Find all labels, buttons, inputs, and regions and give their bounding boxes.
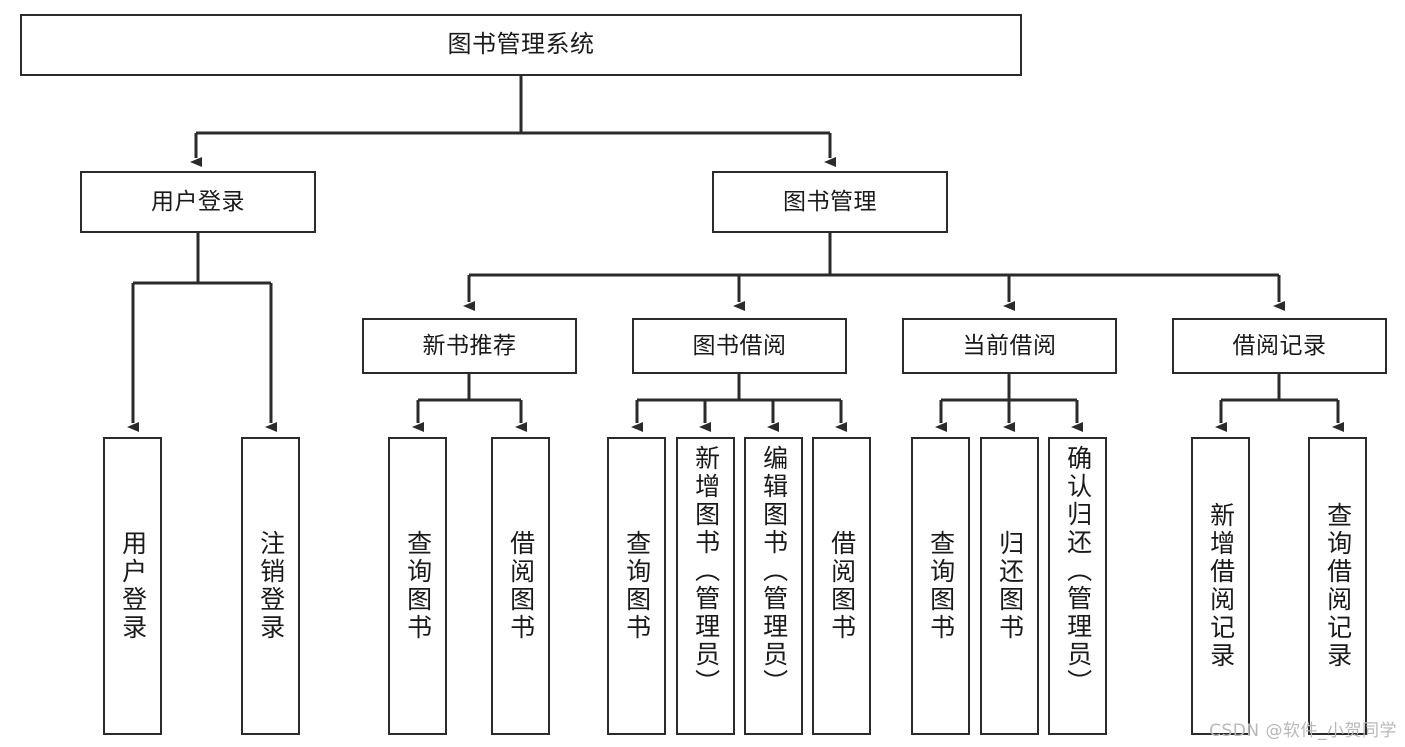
node-book-management[interactable]: 图书管理 bbox=[712, 171, 948, 233]
node-label: 查询图书 bbox=[926, 530, 956, 642]
node-label: 确认归还（管理员） bbox=[1063, 445, 1093, 697]
node-root-book-management-system[interactable]: 图书管理系统 bbox=[20, 14, 1022, 76]
leaf-borrow-books-recommend[interactable]: 借阅图书 bbox=[491, 437, 550, 735]
leaf-borrow-books[interactable]: 借阅图书 bbox=[812, 437, 871, 735]
leaf-add-borrow-record[interactable]: 新增借阅记录 bbox=[1191, 437, 1250, 735]
node-label: 归还图书 bbox=[995, 530, 1025, 642]
csdn-watermark: CSDN @软件_小贺同学 bbox=[1209, 721, 1397, 741]
node-new-book-recommendation[interactable]: 新书推荐 bbox=[362, 318, 577, 374]
node-label: 借阅图书 bbox=[506, 530, 536, 642]
node-label: 查询图书 bbox=[622, 530, 652, 642]
node-label: 图书管理系统 bbox=[447, 30, 595, 59]
node-user-login[interactable]: 用户登录 bbox=[80, 171, 316, 233]
node-label: 借阅图书 bbox=[827, 530, 857, 642]
leaf-query-books-recommend[interactable]: 查询图书 bbox=[388, 437, 447, 735]
leaf-edit-book-admin[interactable]: 编辑图书（管理员） bbox=[744, 437, 803, 735]
leaf-query-books-borrow[interactable]: 查询图书 bbox=[607, 437, 666, 735]
leaf-query-books-current[interactable]: 查询图书 bbox=[911, 437, 970, 735]
node-label: 查询借阅记录 bbox=[1323, 502, 1353, 670]
node-label: 注销登录 bbox=[256, 530, 286, 642]
leaf-add-book-admin[interactable]: 新增图书（管理员） bbox=[676, 437, 735, 735]
node-current-borrowing[interactable]: 当前借阅 bbox=[902, 318, 1117, 374]
leaf-logout[interactable]: 注销登录 bbox=[241, 437, 300, 735]
node-label: 用户登录 bbox=[151, 188, 245, 215]
node-label: 图书管理 bbox=[783, 188, 877, 215]
node-label: 新增图书（管理员） bbox=[691, 445, 721, 697]
node-label: 用户登录 bbox=[118, 530, 148, 642]
node-label: 新书推荐 bbox=[422, 332, 517, 359]
leaf-return-books[interactable]: 归还图书 bbox=[980, 437, 1039, 735]
node-label: 当前借阅 bbox=[962, 332, 1057, 359]
node-label: 新增借阅记录 bbox=[1206, 502, 1236, 670]
leaf-confirm-return-admin[interactable]: 确认归还（管理员） bbox=[1048, 437, 1107, 735]
node-label: 查询图书 bbox=[403, 530, 433, 642]
node-book-borrowing[interactable]: 图书借阅 bbox=[632, 318, 847, 374]
leaf-user-login[interactable]: 用户登录 bbox=[103, 437, 162, 735]
node-label: 图书借阅 bbox=[692, 332, 787, 359]
node-borrow-records[interactable]: 借阅记录 bbox=[1172, 318, 1387, 374]
node-label: 编辑图书（管理员） bbox=[759, 445, 789, 697]
node-label: 借阅记录 bbox=[1232, 332, 1327, 359]
leaf-query-borrow-record[interactable]: 查询借阅记录 bbox=[1308, 437, 1367, 735]
